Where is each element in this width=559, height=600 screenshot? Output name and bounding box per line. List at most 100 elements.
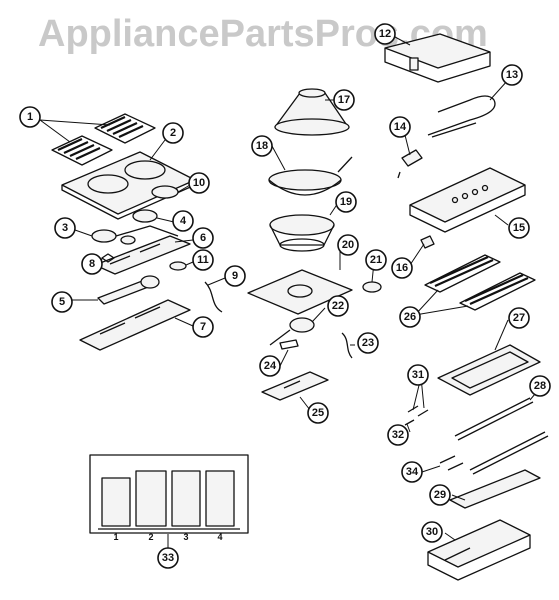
cooktop-plate	[61, 151, 196, 220]
callout-22: 22	[327, 295, 349, 317]
callout-19: 19	[335, 191, 357, 213]
callout-32: 32	[387, 424, 409, 446]
svg-text:19: 19	[340, 196, 352, 208]
callout-17: 17	[333, 89, 355, 111]
callout-20: 20	[337, 234, 359, 256]
svg-text:25: 25	[312, 407, 324, 419]
svg-text:8: 8	[89, 258, 95, 270]
burner-head	[132, 209, 158, 223]
drip-pan	[437, 344, 541, 396]
ignitor-wire	[204, 281, 223, 313]
svg-text:21: 21	[370, 254, 382, 266]
svg-text:3: 3	[62, 222, 68, 234]
callout-34: 34	[401, 461, 423, 483]
svg-text:32: 32	[392, 429, 404, 441]
callout-33: 33	[157, 547, 179, 569]
svg-text:17: 17	[338, 94, 350, 106]
callout-10: 10	[188, 172, 210, 194]
svg-text:22: 22	[332, 300, 344, 312]
callout-9: 9	[224, 265, 246, 287]
drip-tray	[79, 299, 191, 351]
callout-23: 23	[357, 332, 379, 354]
callout-28: 28	[529, 375, 551, 397]
wok-ring	[269, 214, 335, 252]
callout-13: 13	[501, 64, 523, 86]
callout-27: 27	[508, 307, 530, 329]
svg-text:5: 5	[59, 296, 65, 308]
callout-24: 24	[259, 355, 281, 377]
wok-wire	[341, 332, 353, 359]
svg-text:20: 20	[342, 239, 354, 251]
svg-text:1: 1	[27, 111, 33, 123]
burner-tray	[94, 235, 191, 275]
svg-text:2: 2	[170, 127, 176, 139]
svg-text:12: 12	[379, 28, 391, 40]
callout-25: 25	[307, 402, 329, 424]
callout-16: 16	[391, 257, 413, 279]
svg-text:13: 13	[506, 69, 518, 81]
callout-7: 7	[192, 316, 214, 338]
callout-3: 3	[54, 217, 76, 239]
grease-drawer	[427, 519, 531, 581]
svg-text:10: 10	[193, 177, 205, 189]
svg-text:6: 6	[200, 232, 206, 244]
callout-1: 1	[19, 106, 41, 128]
svg-text:23: 23	[362, 337, 374, 349]
callout-26: 26	[399, 306, 421, 328]
callout-29: 29	[429, 484, 451, 506]
screw-set	[407, 405, 429, 417]
grill-module	[384, 33, 491, 83]
svg-text:34: 34	[406, 466, 419, 478]
burner-tube	[97, 275, 160, 305]
callout-2: 2	[162, 122, 184, 144]
svg-text:27: 27	[513, 312, 525, 324]
svg-text:18: 18	[256, 140, 268, 152]
svg-text:7: 7	[200, 321, 206, 333]
svg-text:29: 29	[434, 489, 446, 501]
grate-set	[51, 113, 156, 166]
svg-text:15: 15	[513, 222, 525, 234]
wok-valve	[279, 339, 299, 350]
svg-text:24: 24	[264, 360, 277, 372]
panel-label-2: 2	[148, 532, 153, 542]
callout-11: 11	[192, 249, 214, 271]
callout-14: 14	[389, 116, 411, 138]
svg-text:11: 11	[197, 254, 209, 266]
cover-dome	[274, 88, 350, 136]
callout-18: 18	[251, 135, 273, 157]
small-clips	[439, 455, 464, 471]
callout-30: 30	[421, 521, 443, 543]
callout-15: 15	[508, 217, 530, 239]
knob-insert	[169, 261, 187, 271]
support-rods	[454, 397, 549, 475]
svg-text:28: 28	[534, 380, 546, 392]
heating-element	[427, 95, 496, 136]
svg-text:31: 31	[412, 369, 424, 381]
wok-tray	[261, 371, 329, 401]
callout-21: 21	[365, 249, 387, 271]
wok-pan	[268, 156, 353, 196]
svg-text:16: 16	[396, 262, 408, 274]
svg-text:30: 30	[426, 526, 438, 538]
panel-label-3: 3	[183, 532, 188, 542]
burner-cap	[151, 185, 179, 199]
svg-text:14: 14	[394, 121, 407, 133]
callout-6: 6	[192, 227, 214, 249]
panel-label-4: 4	[217, 532, 222, 542]
heat-deflector	[449, 469, 541, 509]
panel-kit: 1 2 3 4	[89, 454, 249, 542]
control-switch	[397, 149, 423, 179]
callout-12: 12	[374, 23, 396, 45]
svg-text:4: 4	[180, 215, 187, 227]
wok-burner	[269, 317, 315, 346]
callout-5: 5	[51, 291, 73, 313]
valve-assembly	[91, 225, 179, 245]
spark-bracket	[101, 253, 115, 263]
wok-knob	[362, 281, 382, 293]
svg-text:33: 33	[162, 552, 174, 564]
grill-grates	[424, 254, 536, 311]
panel-label-1: 1	[113, 532, 118, 542]
callout-4: 4	[172, 210, 194, 232]
svg-text:9: 9	[232, 270, 238, 282]
